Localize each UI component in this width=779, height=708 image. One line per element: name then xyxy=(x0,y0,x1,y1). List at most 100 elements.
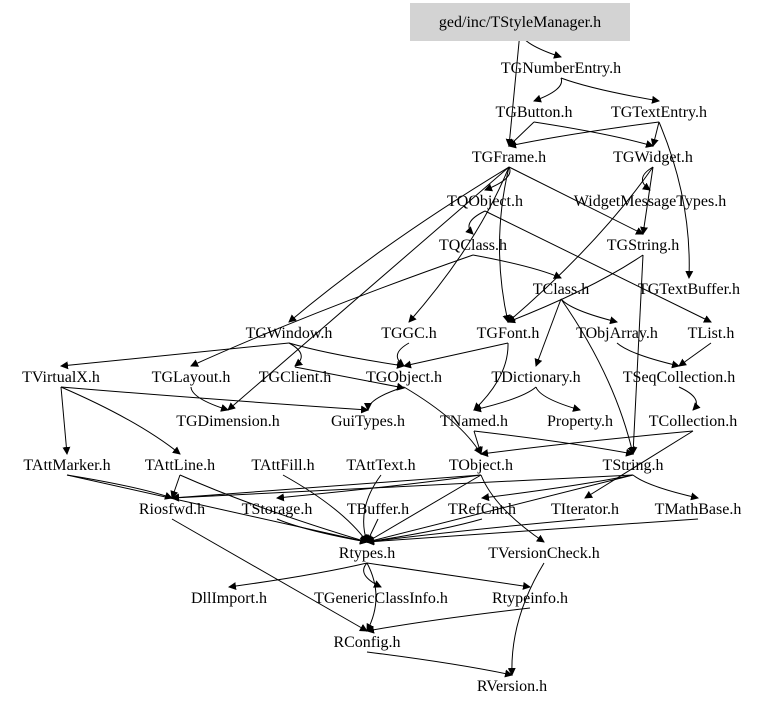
edge-tstring-to-riosfwd xyxy=(171,474,634,502)
node-tgwidget[interactable]: TGWidget.h xyxy=(613,149,693,166)
node-titerator[interactable]: TIterator.h xyxy=(551,501,619,518)
edge-tgclient-to-tgobject xyxy=(294,366,405,391)
node-label: TGLayout.h xyxy=(152,369,231,386)
node-trefcnt[interactable]: TRefCnt.h xyxy=(448,501,516,518)
node-tatttext[interactable]: TAttText.h xyxy=(346,457,415,474)
node-tqclass[interactable]: TQClass.h xyxy=(439,237,507,254)
edge-tstorage-to-rtypes xyxy=(276,518,368,545)
edge-tgwindow-to-tgobject xyxy=(288,342,405,369)
node-tattfill[interactable]: TAttFill.h xyxy=(251,457,314,474)
edge-tclass-to-tstring xyxy=(560,298,636,455)
node-tcollection[interactable]: TCollection.h xyxy=(649,413,737,430)
node-label: TGNumberEntry.h xyxy=(501,60,621,77)
node-tstorage[interactable]: TStorage.h xyxy=(242,501,313,518)
node-tggc[interactable]: TGGC.h xyxy=(381,325,437,342)
edge-tggc-to-tgobject xyxy=(395,342,410,367)
edge-tqclass-to-tclass xyxy=(472,254,562,279)
edge-tgwindow-to-tgclient xyxy=(288,342,303,367)
node-label: TObject.h xyxy=(449,457,513,474)
edge-tclass-to-tdictionary xyxy=(534,298,562,367)
edge-tgwidget-to-widgetmessagetypes xyxy=(641,166,654,191)
node-tnamed[interactable]: TNamed.h xyxy=(440,413,508,430)
edge-tobject-to-rtypes xyxy=(366,474,482,543)
edge-tstring-to-tmathbase xyxy=(632,474,699,501)
node-tvirtualx[interactable]: TVirtualX.h xyxy=(22,369,100,386)
edge-tgframe-to-tgfont xyxy=(499,166,511,323)
node-tobject[interactable]: TObject.h xyxy=(449,457,513,474)
node-tversioncheck[interactable]: TVersionCheck.h xyxy=(488,545,600,562)
node-rtypeinfo[interactable]: Rtypeinfo.h xyxy=(492,590,568,607)
node-tgdimension[interactable]: TGDimension.h xyxy=(176,413,280,430)
edge-tobject-to-tversioncheck xyxy=(480,474,545,543)
node-tstring[interactable]: TString.h xyxy=(603,457,664,474)
edge-tgwindow-to-tvirtualx xyxy=(60,342,290,370)
edge-tattmarker-to-riosfwd xyxy=(66,474,173,500)
node-label: TGClient.h xyxy=(259,369,331,386)
node-tgtextbuffer[interactable]: TGTextBuffer.h xyxy=(638,281,740,298)
edge-tattline-to-rtypes xyxy=(179,474,368,544)
node-tqobject[interactable]: TQObject.h xyxy=(447,193,523,210)
node-tgenericclassinfo[interactable]: TGenericClassInfo.h xyxy=(314,590,448,607)
node-label: RConfig.h xyxy=(333,634,400,651)
edge-tgtextentry-to-tgtextbuffer xyxy=(658,121,694,279)
edge-root-to-tgframe xyxy=(505,31,521,147)
node-root[interactable]: ged/inc/TStyleManager.h xyxy=(410,3,630,41)
edge-rtypes-to-tgenericclassinfo xyxy=(363,562,382,588)
node-label: TGButton.h xyxy=(496,104,573,121)
node-widgetmessagetypes[interactable]: WidgetMessageTypes.h xyxy=(574,193,726,210)
node-tgclient[interactable]: TGClient.h xyxy=(259,369,331,386)
node-guitypes[interactable]: GuiTypes.h xyxy=(331,413,405,430)
edge-rtypes-to-dllimport xyxy=(228,562,368,591)
node-label: Property.h xyxy=(547,413,613,430)
node-tgfont[interactable]: TGFont.h xyxy=(477,325,540,342)
edge-tseqcollection-to-tcollection xyxy=(678,386,701,411)
node-tbuffer[interactable]: TBuffer.h xyxy=(347,501,409,518)
edge-tcollection-to-titerator xyxy=(584,430,694,499)
node-tglayout[interactable]: TGLayout.h xyxy=(152,369,231,386)
edge-tgtextentry-to-tgframe xyxy=(508,121,660,149)
node-tmathbase[interactable]: TMathBase.h xyxy=(655,501,742,518)
node-tlist[interactable]: TList.h xyxy=(688,325,735,342)
node-label: TGDimension.h xyxy=(176,413,280,430)
node-label: TQObject.h xyxy=(447,193,523,210)
edge-tversioncheck-to-rversion xyxy=(507,562,545,676)
edge-tgwidget-to-tgfont xyxy=(507,166,654,323)
edge-tvirtualx-to-tattmarker xyxy=(60,386,71,455)
node-label: TNamed.h xyxy=(440,413,508,430)
edge-tgobject-to-guitypes xyxy=(364,386,405,411)
edge-tgstring-to-tgfont xyxy=(507,254,644,324)
node-rversion[interactable]: RVersion.h xyxy=(477,678,547,695)
node-rtypes[interactable]: Rtypes.h xyxy=(339,545,395,562)
node-label: TGFont.h xyxy=(477,325,540,342)
node-tgframe[interactable]: TGFrame.h xyxy=(472,149,546,166)
node-tgwindow[interactable]: TGWindow.h xyxy=(246,325,333,342)
node-tclass[interactable]: TClass.h xyxy=(533,281,589,298)
node-tgtextentry[interactable]: TGTextEntry.h xyxy=(611,104,707,121)
node-label: TGFrame.h xyxy=(472,149,546,166)
node-tattmarker[interactable]: TAttMarker.h xyxy=(23,457,110,474)
edge-tvirtualx-to-tattline xyxy=(60,386,181,455)
node-tgbutton[interactable]: TGButton.h xyxy=(496,104,573,121)
node-tobjarray[interactable]: TObjArray.h xyxy=(576,325,658,342)
node-label: Rtypes.h xyxy=(339,545,395,562)
node-tgstring[interactable]: TGString.h xyxy=(607,237,679,254)
node-property[interactable]: Property.h xyxy=(547,413,613,430)
edge-tgframe-to-tgwindow xyxy=(288,166,510,323)
edge-tnamed-to-tstring xyxy=(473,430,634,457)
node-tdictionary[interactable]: TDictionary.h xyxy=(491,369,580,386)
node-tattline[interactable]: TAttLine.h xyxy=(145,457,215,474)
node-tseqcollection[interactable]: TSeqCollection.h xyxy=(623,369,735,386)
node-dllimport[interactable]: DllImport.h xyxy=(191,590,267,607)
node-rconfig[interactable]: RConfig.h xyxy=(333,634,400,651)
node-tgobject[interactable]: TGObject.h xyxy=(366,369,442,386)
node-label: TAttText.h xyxy=(346,457,415,474)
node-riosfwd[interactable]: Riosfwd.h xyxy=(139,501,205,518)
edge-tnamed-to-tobject xyxy=(473,430,483,455)
node-label: DllImport.h xyxy=(191,590,267,607)
node-tgnumberentry[interactable]: TGNumberEntry.h xyxy=(501,60,621,77)
edge-tgnumberentry-to-tgbutton xyxy=(533,77,563,103)
node-label: TRefCnt.h xyxy=(448,501,516,518)
node-label: TBuffer.h xyxy=(347,501,409,518)
node-label: TGObject.h xyxy=(366,369,442,386)
